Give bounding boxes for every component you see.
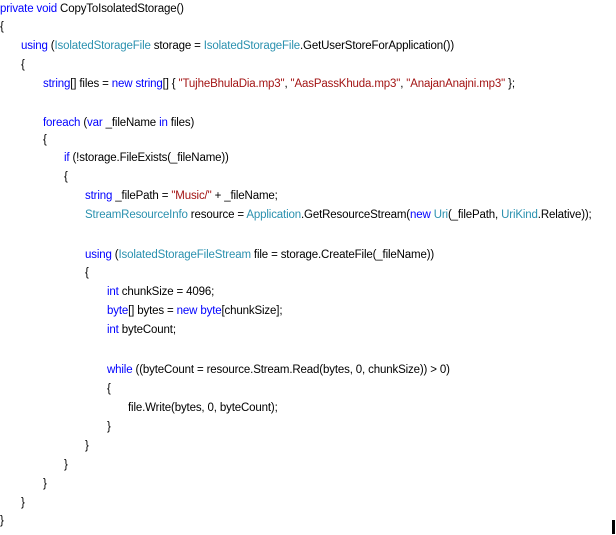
code-line: file.Write(bytes, 0, byteCount); — [128, 399, 278, 417]
code-token: } — [43, 478, 47, 490]
code-token: var — [87, 117, 103, 129]
code-token: } — [85, 440, 89, 452]
code-token: [] bytes = — [128, 305, 177, 317]
code-token: byteCount; — [118, 324, 176, 336]
code-token: , — [284, 78, 291, 90]
code-line: using (IsolatedStorageFile storage = Iso… — [21, 37, 454, 55]
code-token: storage = — [150, 40, 204, 52]
code-line: } — [107, 418, 111, 436]
code-token: { — [107, 383, 111, 395]
code-token: file.Write(bytes, 0, byteCount); — [128, 402, 278, 414]
code-line: { — [107, 380, 111, 398]
code-line: int chunkSize = 4096; — [107, 283, 214, 301]
code-line: string _filePath = "Music/" + _fileName; — [85, 187, 278, 205]
code-line: using (IsolatedStorageFileStream file = … — [85, 246, 434, 264]
code-token: new — [111, 78, 133, 90]
code-token: } — [0, 515, 4, 527]
code-line: { — [0, 18, 4, 36]
code-token: private — [0, 3, 34, 15]
code-token: { — [85, 267, 89, 279]
code-token: ( — [80, 117, 88, 129]
code-token: int — [107, 324, 119, 336]
code-line: } — [0, 512, 4, 530]
code-token: "AnajanAnajni.mp3" — [406, 78, 506, 90]
code-token: { — [64, 171, 68, 183]
code-token: + _fileName; — [211, 190, 278, 202]
code-line: StreamResourceInfo resource = Applicatio… — [85, 206, 592, 224]
code-token: , — [400, 78, 407, 90]
code-token: if — [64, 152, 70, 164]
code-token: ( — [111, 249, 119, 261]
code-line: private void CopyToIsolatedStorage() — [0, 0, 184, 18]
code-line: } — [43, 475, 47, 493]
code-token: string — [85, 190, 113, 202]
code-token: using — [21, 40, 48, 52]
code-line: int byteCount; — [107, 321, 176, 339]
code-token: "TujheBhulaDia.mp3" — [178, 78, 285, 90]
code-token: } — [21, 497, 25, 509]
code-token: new — [409, 209, 431, 221]
code-line: { — [64, 168, 68, 186]
code-line: string[] files = new string[] { "TujheBh… — [43, 75, 515, 93]
code-line: { — [21, 56, 25, 74]
code-token: "AasPassKhuda.mp3" — [290, 78, 401, 90]
code-token: int — [107, 286, 119, 298]
code-token: while — [107, 364, 133, 376]
code-line: if (!storage.FileExists(_fileName)) — [64, 149, 229, 167]
code-token: "Music/" — [171, 190, 212, 202]
code-token: string — [43, 78, 71, 90]
code-line: } — [64, 456, 68, 474]
code-token: ((byteCount = resource.Stream.Read(bytes… — [132, 364, 450, 376]
code-token: }; — [505, 78, 515, 90]
code-token: } — [107, 421, 111, 433]
code-token: _fileName — [102, 117, 160, 129]
code-token: files) — [167, 117, 195, 129]
code-token: CopyToIsolatedStorage() — [57, 3, 184, 15]
code-token: byte — [107, 305, 129, 317]
code-line: byte[] bytes = new byte[chunkSize]; — [107, 302, 283, 320]
code-token: [] { — [162, 78, 179, 90]
code-token: .GetResourceStream( — [300, 209, 410, 221]
code-token: chunkSize = 4096; — [118, 286, 215, 298]
code-line: while ((byteCount = resource.Stream.Read… — [107, 361, 450, 379]
code-token: foreach — [43, 117, 81, 129]
code-line: } — [85, 437, 89, 455]
code-token: void — [36, 3, 58, 15]
code-line: foreach (var _fileName in files) — [43, 114, 194, 132]
code-token: } — [64, 459, 68, 471]
code-token: Uri — [433, 209, 448, 221]
code-line: { — [85, 264, 89, 282]
code-token: IsolatedStorageFileStream — [118, 249, 251, 261]
code-token: resource = — [187, 209, 247, 221]
code-token: [chunkSize]; — [221, 305, 283, 317]
code-token: in — [159, 117, 168, 129]
code-token: Application — [246, 209, 301, 221]
code-token: .GetUserStoreForApplication()) — [300, 40, 454, 52]
text-cursor — [612, 520, 615, 534]
code-token: IsolatedStorageFile — [203, 40, 300, 52]
code-token: { — [43, 134, 47, 146]
code-token: StreamResourceInfo — [85, 209, 188, 221]
code-token: [] files = — [70, 78, 112, 90]
code-token: .Relative)); — [537, 209, 592, 221]
code-token: { — [0, 21, 4, 33]
code-token: file = storage.CreateFile(_fileName)) — [250, 249, 435, 261]
code-token: byte — [200, 305, 222, 317]
code-token: ( — [47, 40, 55, 52]
code-token: IsolatedStorageFile — [54, 40, 151, 52]
code-token: _filePath = — [112, 190, 172, 202]
code-token: { — [21, 59, 25, 71]
code-token: string — [135, 78, 163, 90]
code-token: (_filePath, — [447, 209, 502, 221]
code-token: using — [85, 249, 112, 261]
code-line: { — [43, 131, 47, 149]
code-token: (!storage.FileExists(_fileName)) — [69, 152, 229, 164]
code-token: UriKind — [501, 209, 538, 221]
code-line: } — [21, 494, 25, 512]
code-token: new — [176, 305, 198, 317]
